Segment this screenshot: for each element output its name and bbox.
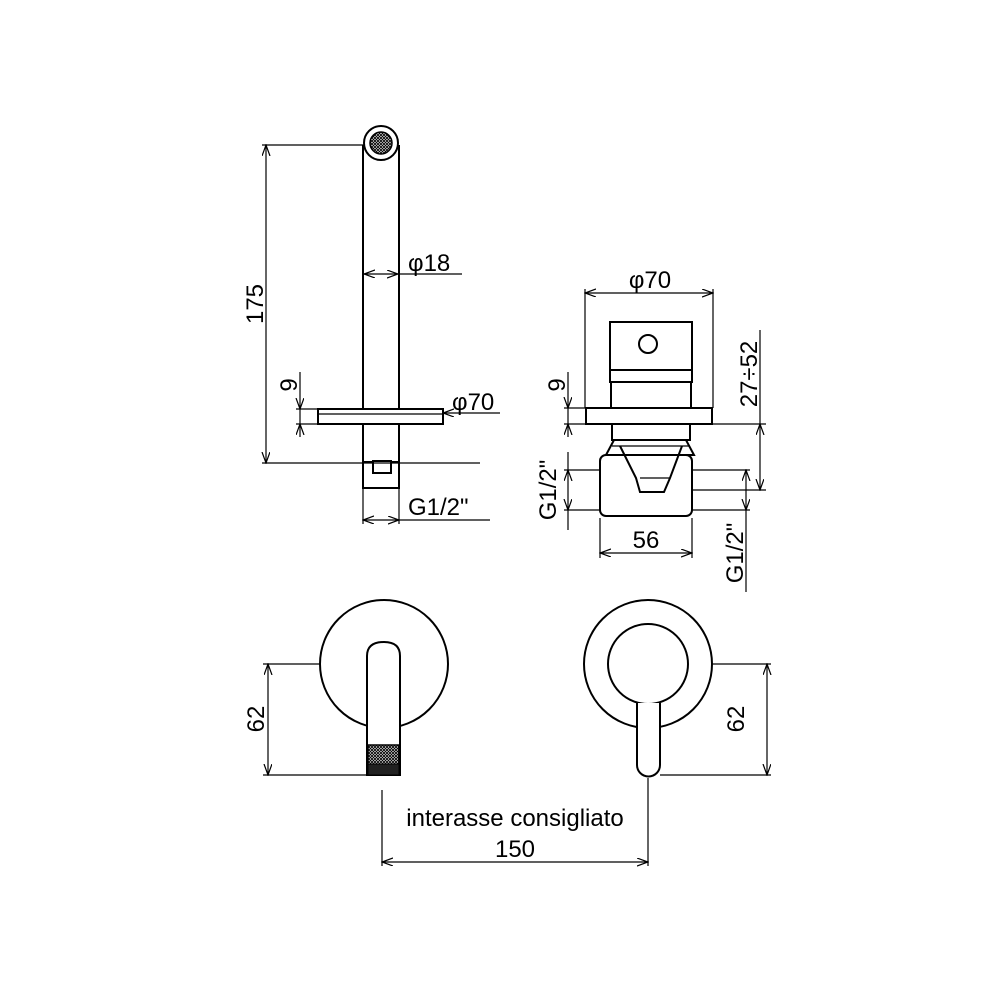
dimension-spout-plate-diameter: φ70 <box>443 389 500 416</box>
mixer-plate-diameter-label: φ70 <box>629 267 671 294</box>
spacing-note: interasse consigliato <box>406 805 623 832</box>
inlet-left-label: G1/2" <box>535 460 562 521</box>
spout-plate-diameter-label: φ70 <box>452 389 494 416</box>
mixer-wall-plate <box>585 407 713 425</box>
mixer-lever <box>636 703 661 778</box>
valve-body <box>599 454 693 517</box>
spout-front-view <box>319 599 449 776</box>
depth-range-label: 27÷52 <box>736 341 763 408</box>
spout-plate-thickness-label: 9 <box>276 378 303 391</box>
dimension-depth-range: 27÷52 <box>692 330 766 490</box>
handle-hole <box>638 334 658 354</box>
spout-wall-plate <box>317 408 444 425</box>
dimension-mixer-plate-diameter: φ70 <box>585 267 713 408</box>
body-width-label: 56 <box>633 527 660 554</box>
spout-body <box>362 423 400 463</box>
spout-tube <box>362 145 400 410</box>
valve-neck <box>611 423 691 441</box>
handle-base <box>610 381 692 409</box>
dimension-spout-connection: G1/2" <box>363 488 490 524</box>
dimension-inlet-right: G1/2" <box>722 470 749 592</box>
dimension-spout-plate-thickness: 9 <box>276 372 318 437</box>
dimension-tube-diameter: φ18 <box>364 250 462 277</box>
handle-collar <box>609 369 693 383</box>
mixer-plate-thickness-label: 9 <box>544 378 571 391</box>
mixer-front-view <box>583 599 713 778</box>
spout-height-label: 62 <box>243 706 270 733</box>
mixer-side-view <box>564 321 750 517</box>
spacing-label: 150 <box>495 836 535 863</box>
tube-diameter-label: φ18 <box>408 250 450 277</box>
height-label: 175 <box>242 284 269 324</box>
spout-aerator-tip <box>367 763 400 776</box>
dimension-lever-height: 62 <box>660 664 771 775</box>
dimension-spacing: interasse consigliato 150 <box>382 778 648 866</box>
mixer-handle-front <box>607 623 689 705</box>
valve-cartridge <box>619 445 683 493</box>
lever-height-label: 62 <box>723 706 750 733</box>
spout-side-view <box>317 125 444 489</box>
aerator-mesh <box>369 131 393 155</box>
inlet-right-label: G1/2" <box>722 523 749 584</box>
spout-connection-label: G1/2" <box>408 494 469 521</box>
dimension-spout-height: 62 <box>243 664 367 775</box>
spout-front <box>366 640 401 776</box>
dimension-height-175: 175 <box>242 145 480 463</box>
dimension-inlet-left: G1/2" <box>535 452 568 530</box>
spout-nut-hex <box>372 460 392 474</box>
dimension-body-width: 56 <box>600 518 692 558</box>
dimension-mixer-plate-thickness: 9 <box>544 372 586 437</box>
